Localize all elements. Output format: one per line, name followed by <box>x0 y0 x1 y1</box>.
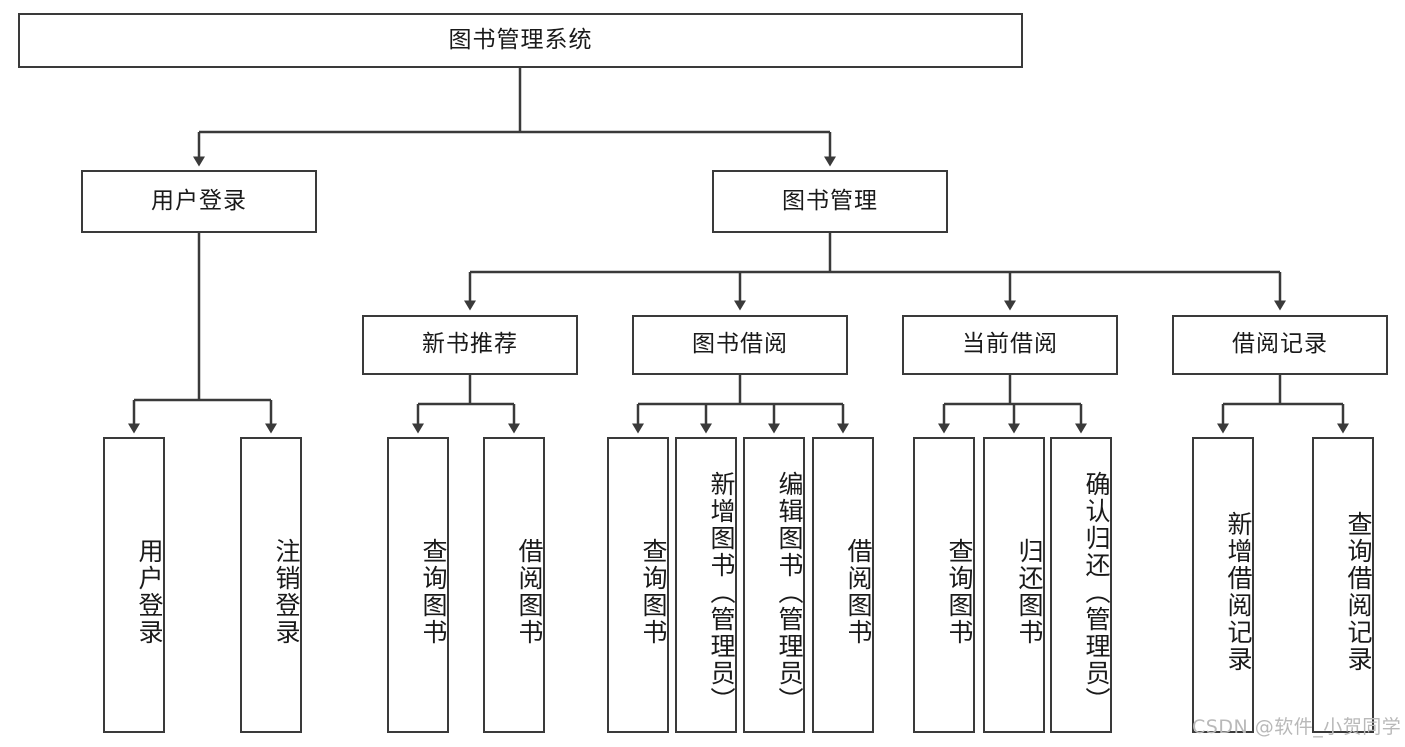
node-label: 新书推荐 <box>422 331 518 358</box>
node-label: 新增借阅记录 <box>1224 511 1253 673</box>
node-label: 查询图书 <box>639 538 668 646</box>
node-label: 借阅记录 <box>1232 331 1328 358</box>
node-label: 借阅图书 <box>515 538 544 646</box>
node-label: 当前借阅 <box>962 331 1058 358</box>
leaf-node[interactable]: 借阅图书 <box>812 437 874 733</box>
node-label: 借阅图书 <box>844 538 873 646</box>
node-label: 查询图书 <box>419 538 448 646</box>
node-label: 确认归还（管理员） <box>1082 470 1111 714</box>
leaf-node[interactable]: 归还图书 <box>983 437 1045 733</box>
leaf-node[interactable]: 查询图书 <box>387 437 449 733</box>
node-label: 新增图书（管理员） <box>707 470 736 714</box>
node-user-login[interactable]: 用户登录 <box>81 170 317 233</box>
node-book-borrowing[interactable]: 图书借阅 <box>632 315 848 375</box>
node-label: 注销登录 <box>272 538 301 646</box>
node-label: 图书借阅 <box>692 331 788 358</box>
leaf-node[interactable]: 新增图书（管理员） <box>675 437 737 733</box>
node-current-borrowing[interactable]: 当前借阅 <box>902 315 1118 375</box>
leaf-node[interactable]: 借阅图书 <box>483 437 545 733</box>
leaf-node[interactable]: 编辑图书（管理员） <box>743 437 805 733</box>
watermark-text: CSDN @软件_小贺同学 <box>1192 716 1402 738</box>
node-root-label: 图书管理系统 <box>448 26 593 53</box>
node-root[interactable]: 图书管理系统 <box>18 13 1023 68</box>
node-label: 用户登录 <box>135 538 164 646</box>
leaf-node[interactable]: 用户登录 <box>103 437 165 733</box>
leaf-node[interactable]: 注销登录 <box>240 437 302 733</box>
node-label: 查询借阅记录 <box>1344 511 1373 673</box>
node-book-management[interactable]: 图书管理 <box>712 170 948 233</box>
node-label: 用户登录 <box>151 187 247 214</box>
node-new-book-recommendation[interactable]: 新书推荐 <box>362 315 578 375</box>
node-label: 编辑图书（管理员） <box>775 470 804 714</box>
node-label: 归还图书 <box>1015 538 1044 646</box>
leaf-node[interactable]: 查询图书 <box>913 437 975 733</box>
node-label: 查询图书 <box>945 538 974 646</box>
leaf-node[interactable]: 确认归还（管理员） <box>1050 437 1112 733</box>
leaf-node[interactable]: 新增借阅记录 <box>1192 437 1254 733</box>
node-label: 图书管理 <box>782 187 878 214</box>
leaf-node[interactable]: 查询借阅记录 <box>1312 437 1374 733</box>
leaf-node[interactable]: 查询图书 <box>607 437 669 733</box>
node-borrowing-records[interactable]: 借阅记录 <box>1172 315 1388 375</box>
